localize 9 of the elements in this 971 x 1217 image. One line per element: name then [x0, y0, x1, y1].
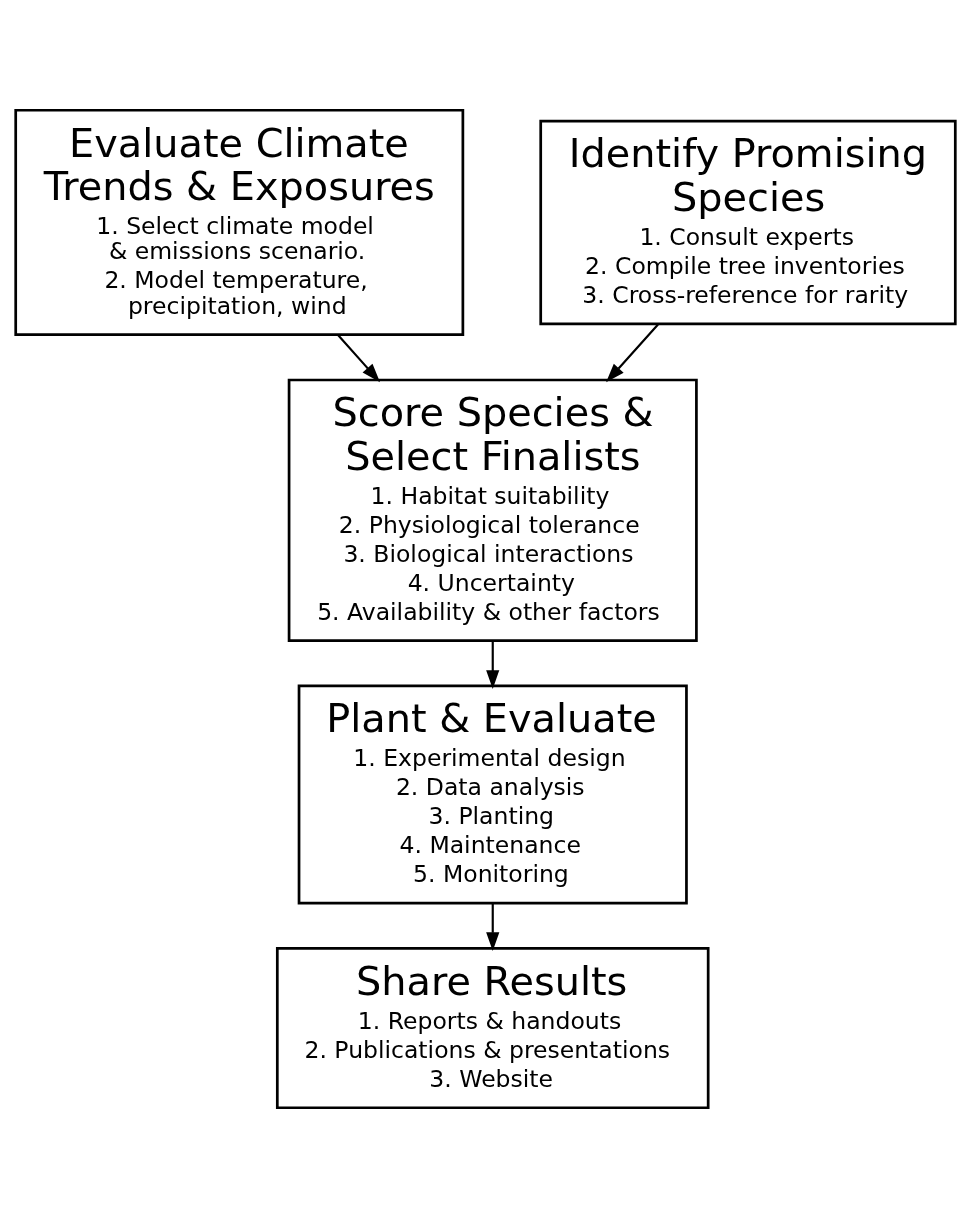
node-box: Score Species & Select Finalists 1. Habitat suitability 2. Physiological tolerance 3. Biological interactions 4. Uncertainty 5. Availability & other factors: [287, 378, 698, 642]
node-box: Plant & Evaluate 1. Experimental design 2. Data analysis 3. Planting 4. Maintenance 5. Monitoring: [297, 684, 688, 905]
node-box: Share Results 1. Reports & handouts 2. Publications & presentations 3. Website: [275, 946, 710, 1109]
arrow: [486, 640, 500, 689]
node-box: Identify Promising Species 1. Consult experts 2. Compile tree inventories 3. Cross-reference for rarity: [539, 119, 957, 325]
node-box: Evaluate Climate Trends & Exposures 1. Select climate model & emissions scenario. 2. Model temperature, precipitation, wind: [14, 108, 465, 336]
arrow: [606, 323, 659, 382]
arrow: [337, 333, 381, 382]
arrow: [486, 902, 500, 951]
